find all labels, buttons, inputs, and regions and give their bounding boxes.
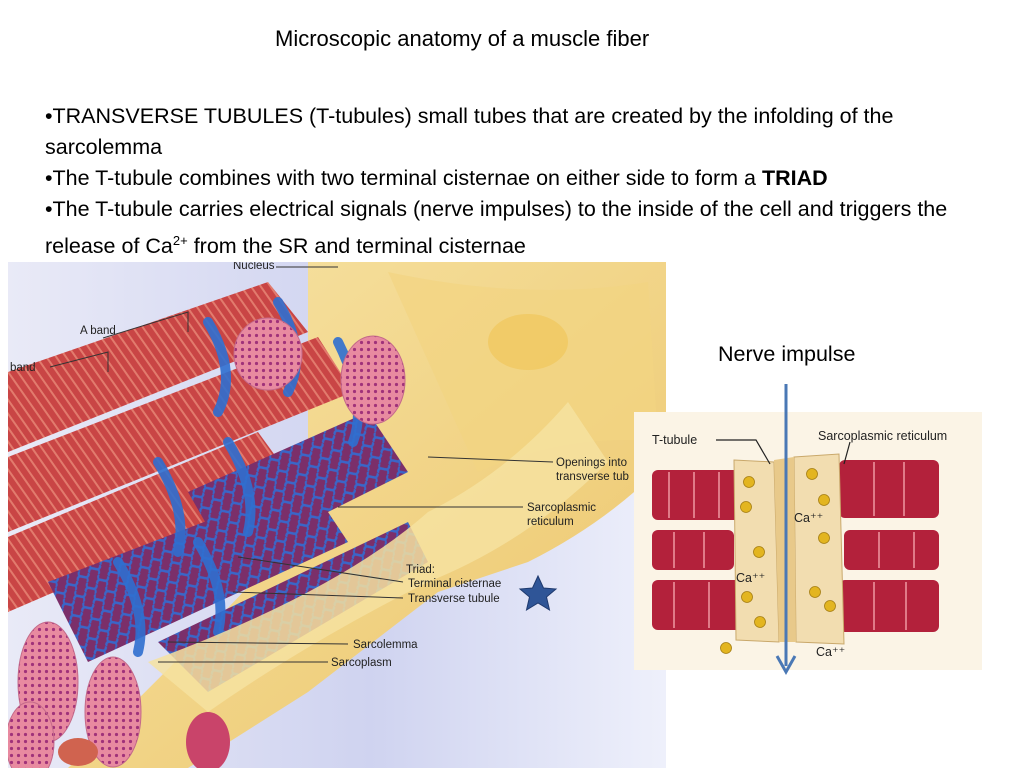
nerve-impulse-label: Nerve impulse (718, 342, 856, 366)
triad-calcium-diagram: T-tubule Sarcoplasmic reticulum Ca⁺⁺ Ca⁺… (634, 412, 982, 670)
myofibrils (8, 282, 428, 692)
bullet-t-tubules: •TRANSVERSE TUBULES (T-tubules) small tu… (45, 101, 975, 163)
label-t-tubule: T-tubule (652, 433, 697, 447)
ca-superscript: 2+ (172, 233, 188, 248)
triad-emphasis: TRIAD (761, 166, 828, 190)
striations (668, 462, 915, 630)
label-terminal-cisternae: Terminal cisternae (408, 578, 501, 590)
star-icon (518, 574, 558, 612)
label-nucleus: Nucleus (233, 262, 275, 272)
label-transverse-tubule: Transverse tubule (408, 593, 500, 605)
bullet-signals: •The T-tubule carries electrical signals… (45, 194, 975, 262)
label-sarcoplasm: Sarcoplasm (331, 657, 392, 669)
fibril-cross-sections (8, 317, 406, 768)
bullet-list: •TRANSVERSE TUBULES (T-tubules) small tu… (45, 101, 975, 262)
bullet-triad: •The T-tubule combines with two terminal… (45, 163, 975, 194)
bullet-text: from the SR and terminal cisternae (187, 234, 526, 259)
nerve-impulse-arrow (775, 384, 797, 676)
label-ca-1: Ca⁺⁺ (794, 511, 823, 525)
label-i-band: band (10, 362, 36, 374)
bullet-text: •TRANSVERSE TUBULES (T-tubules) small tu… (45, 104, 894, 159)
label-a-band: A band (80, 325, 116, 337)
calcium-ions (720, 468, 836, 654)
label-sarcoplasmic-reticulum: Sarcoplasmic reticulum (818, 429, 947, 443)
label-triad: Triad: (406, 564, 435, 576)
bullet-text: •The T-tubule carries electrical signals… (45, 197, 948, 259)
slide-title: Microscopic anatomy of a muscle fiber (275, 26, 650, 51)
label-sarcolemma: Sarcolemma (353, 639, 418, 651)
muscle-fiber-illustration: Nucleus A band band Openings into transv… (8, 262, 666, 768)
label-sr-1: Sarcoplasmic (527, 502, 596, 514)
label-ca-2: Ca⁺⁺ (736, 571, 765, 585)
label-sr-2: reticulum (527, 516, 574, 528)
label-openings-1: Openings into (556, 457, 627, 469)
label-openings-2: transverse tub (556, 471, 629, 483)
label-ca-3: Ca⁺⁺ (816, 645, 845, 659)
bullet-text: •The T-tubule combines with two terminal… (45, 166, 762, 190)
